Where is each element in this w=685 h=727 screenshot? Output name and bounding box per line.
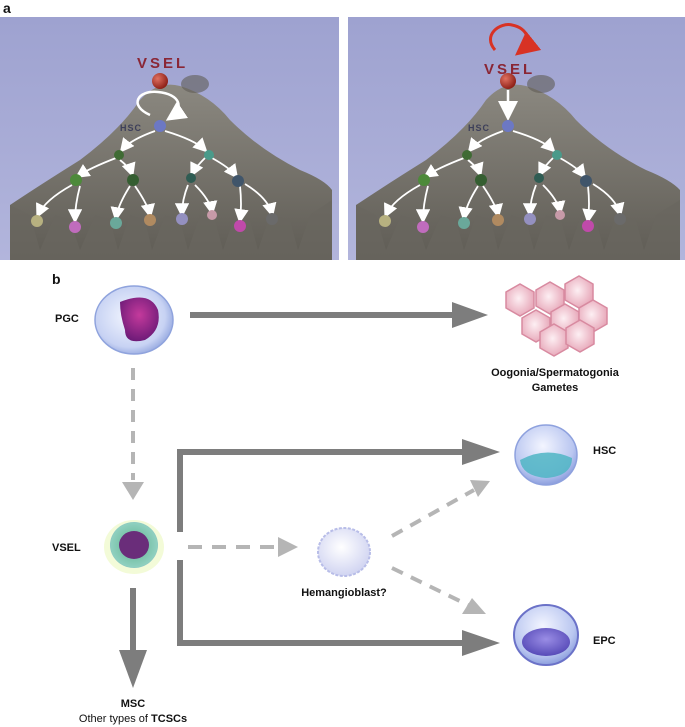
- gametes-label-line2: Gametes: [532, 382, 578, 394]
- tcsc-prefix: Other types of: [79, 713, 151, 725]
- progenitor-balls-right: [379, 150, 626, 233]
- epigenetic-landscape-hill: [10, 84, 332, 260]
- vsel-label-right: VSEL: [484, 61, 535, 78]
- progenitor-balls-left: [31, 150, 278, 233]
- hsc-label-right: HSC: [468, 123, 490, 133]
- vsel-cell: [104, 520, 164, 574]
- lineage-arrows-left: [36, 130, 277, 224]
- valleys: [356, 200, 680, 260]
- lineage-arrows-right: [384, 130, 625, 224]
- self-renewal-loop-red: [489, 23, 542, 56]
- arrow-hemangioblast-to-epc: [391, 566, 486, 614]
- epigenetic-landscape-hill: [356, 84, 680, 260]
- hsc-label-left: HSC: [120, 123, 142, 133]
- arrow-vsel-to-epc: [177, 560, 500, 656]
- arrow-vsel-to-msc: [119, 588, 147, 688]
- hsc-ball: [502, 120, 514, 132]
- hsc-label: HSC: [593, 445, 616, 457]
- gametes-label-line1: Oogonia/Spermatogonia: [491, 367, 620, 379]
- landscape-left: VSEL HSC: [0, 17, 339, 260]
- arrow-vsel-to-hemangioblast: [188, 537, 298, 557]
- gametes-cluster: [505, 275, 608, 357]
- epc-label: EPC: [593, 635, 616, 647]
- arrow-hemangioblast-to-hsc: [391, 480, 490, 538]
- hsc-cell: [514, 424, 578, 486]
- hemangioblast-cell: [317, 527, 371, 577]
- arrow-pgc-to-gametes: [190, 302, 488, 328]
- tcsc-label: Other types of TCSCs: [79, 713, 187, 725]
- landscape-right: VSEL HSC: [348, 17, 685, 260]
- vsel-label: VSEL: [52, 542, 81, 554]
- msc-label: MSC: [121, 698, 146, 710]
- vsel-ball: [500, 73, 516, 89]
- hsc-ball: [154, 120, 166, 132]
- hemangioblast-label: Hemangioblast?: [301, 587, 387, 599]
- panel-b-letter: b: [52, 271, 61, 287]
- panel-a-letter: a: [3, 0, 11, 16]
- vsel-label-left: VSEL: [137, 55, 188, 72]
- pgc-cell: [94, 285, 174, 355]
- tcsc-bold: TCSCs: [151, 713, 187, 725]
- valleys: [10, 200, 332, 260]
- pgc-label: PGC: [55, 313, 79, 325]
- epc-cell: [513, 604, 579, 666]
- arrow-pgc-to-vsel: [122, 368, 144, 500]
- vsel-ball: [152, 73, 168, 89]
- self-renewal-loop-white: [136, 90, 189, 121]
- arrow-vsel-to-hsc: [177, 439, 500, 532]
